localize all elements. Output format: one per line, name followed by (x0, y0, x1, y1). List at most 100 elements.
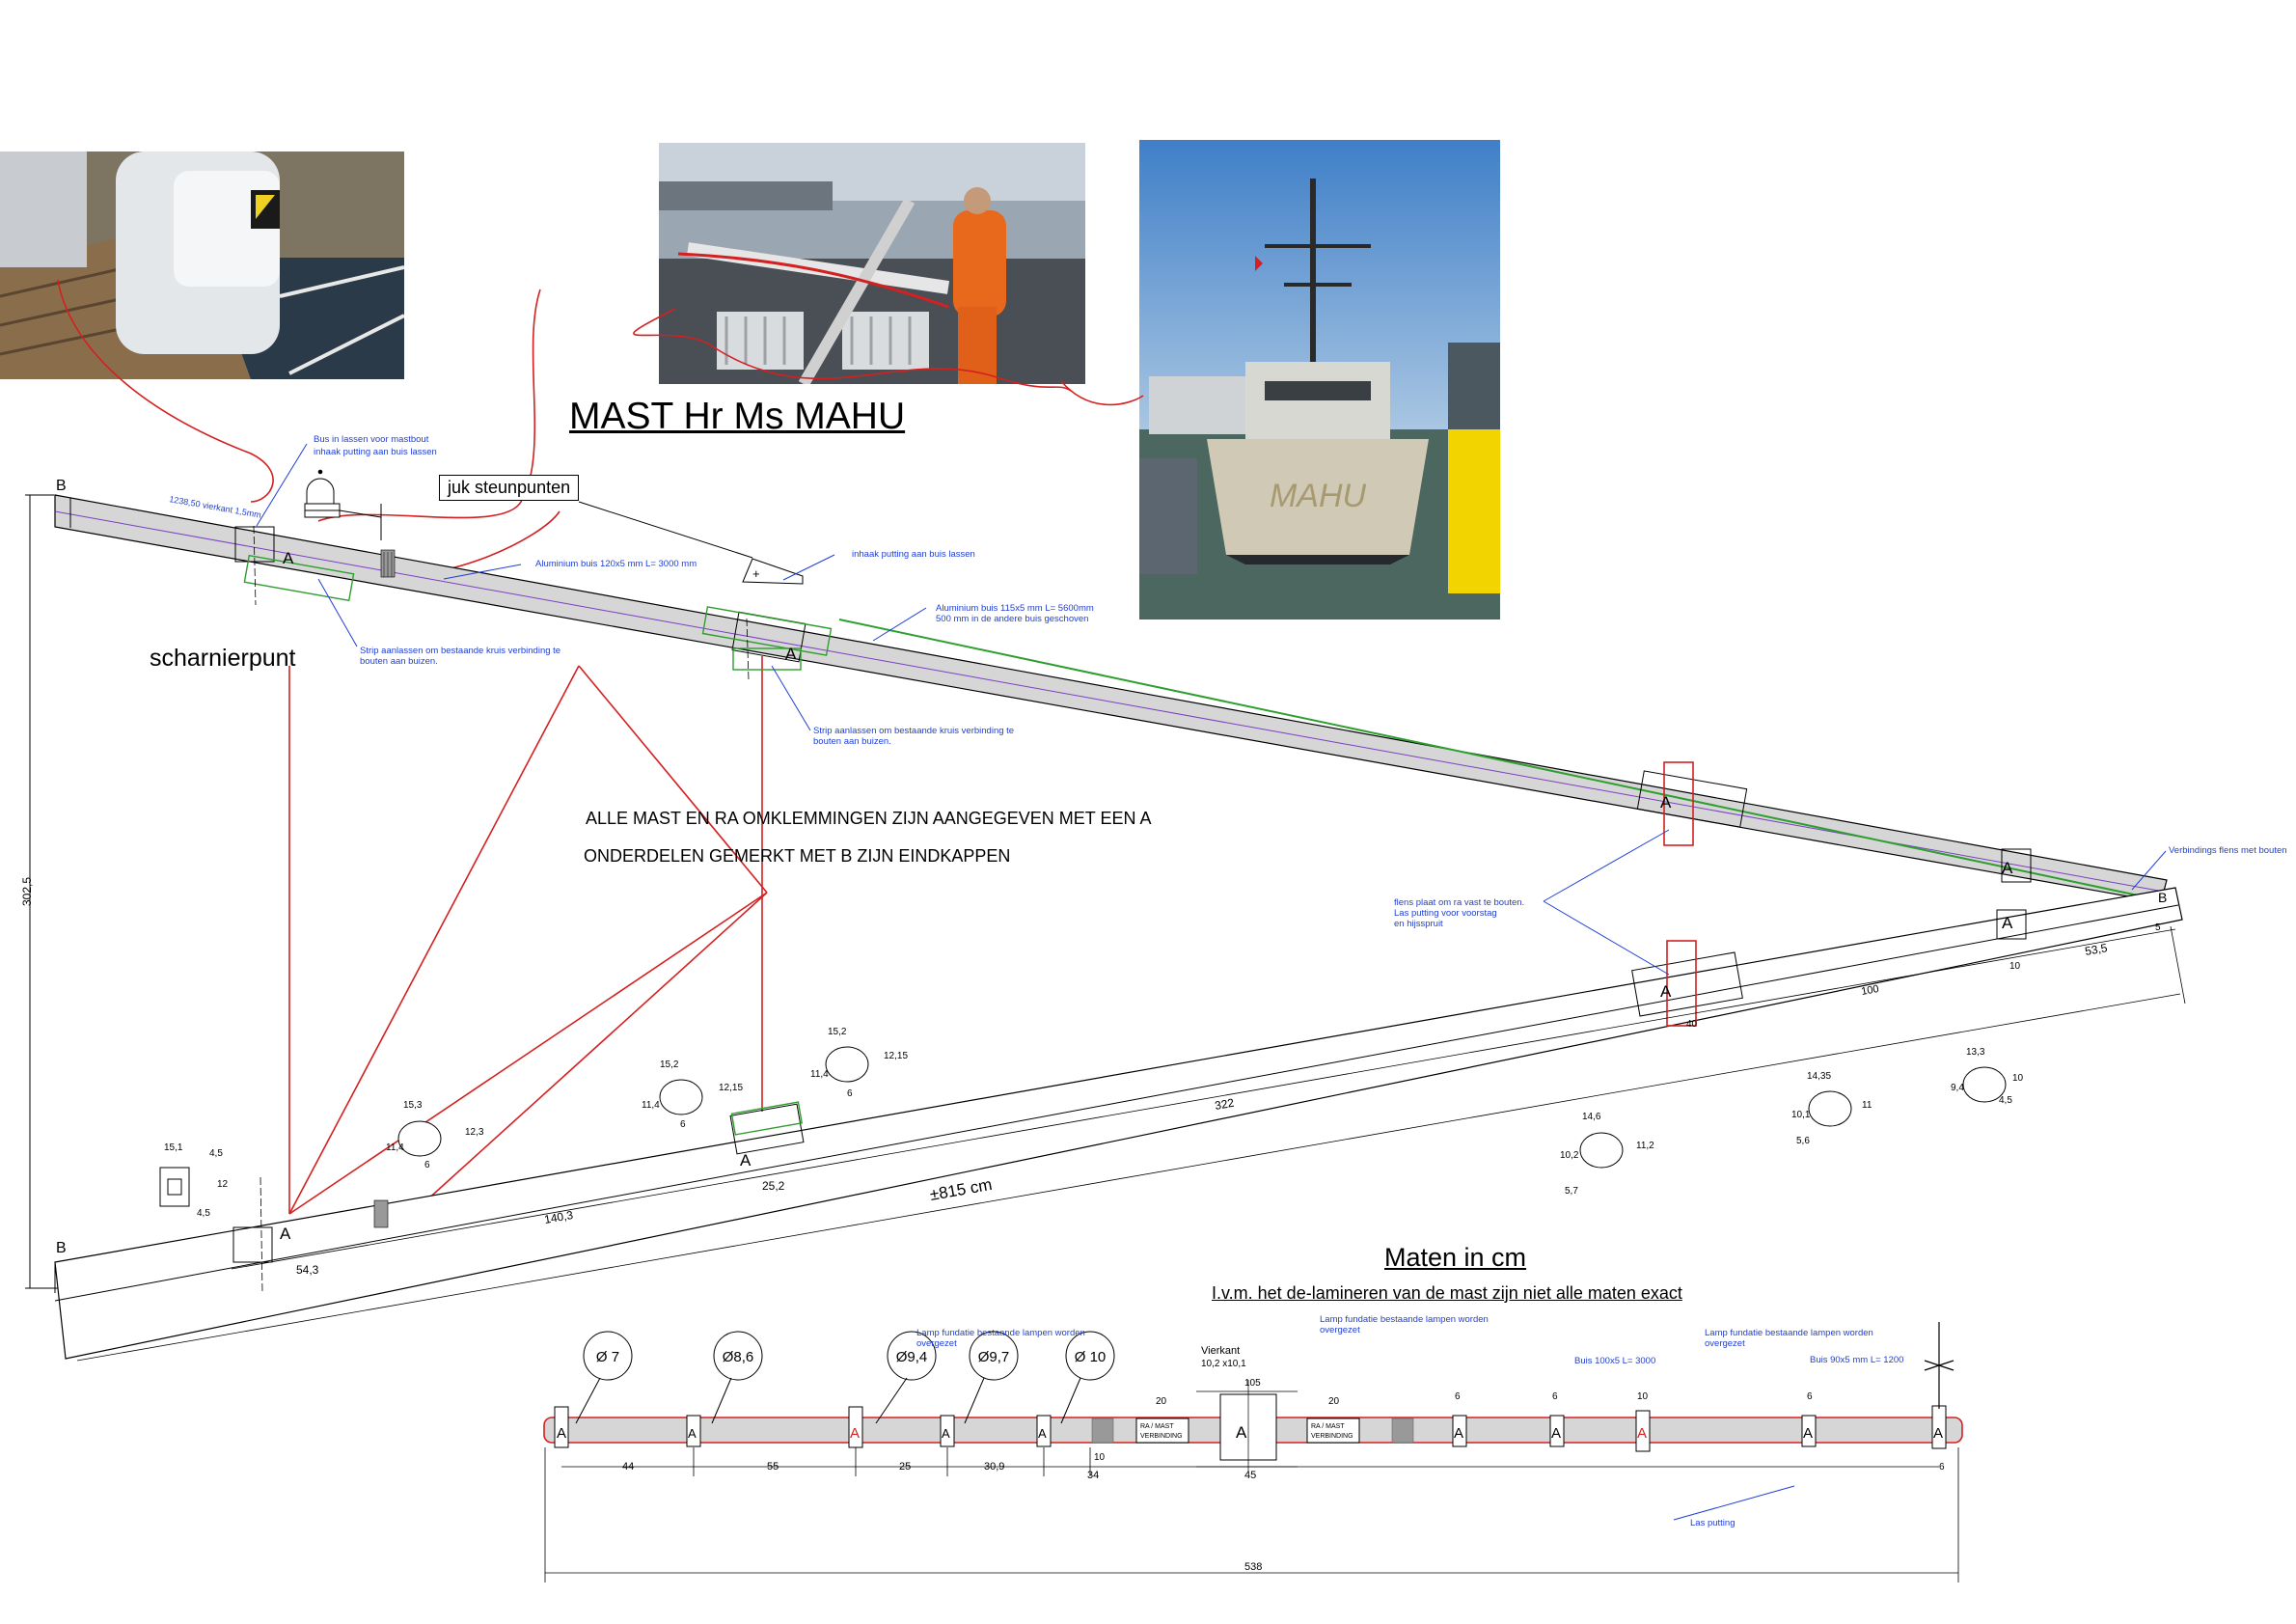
strip-note-1a: Strip aanlassen om bestaande kruis verbi… (360, 646, 561, 656)
red-leader-lines (57, 279, 1144, 1215)
dim-mast-seg-4: 322 (1214, 1096, 1235, 1113)
yard-dim-4: 30,9 (984, 1461, 1004, 1473)
blue-leaders (256, 443, 2167, 1521)
note-eindkappen: ONDERDELEN GEMERKT MET B ZIJN EINDKAPPEN (584, 846, 1011, 866)
clamp-marker-2: A (785, 645, 797, 663)
sec7-d: 9,4 (1951, 1083, 1964, 1093)
sec5-d: 10,2 (1560, 1150, 1579, 1161)
yard-clamp-4: A (942, 1426, 950, 1441)
dim-mast-seg-1: 54,3 (296, 1263, 319, 1277)
juk-pointer: + (578, 501, 804, 585)
sec6-d: 10,1 (1791, 1110, 1811, 1120)
inhaak-putting-note-1: inhaak putting aan buis lassen (314, 447, 437, 457)
juk-steunpunten-label: juk steunpunten (439, 475, 580, 501)
dim-mast-seg-2: 140,3 (543, 1208, 574, 1226)
yard-clamp-2: A (688, 1426, 697, 1441)
yard-clamp-7: A (1454, 1425, 1463, 1442)
yard-dimensions (544, 1447, 1959, 1583)
endcap-marker-bottom: B (56, 1240, 67, 1256)
lamp-note-3a: Lamp fundatie bestaande lampen worden (1705, 1328, 1873, 1338)
vierkant-label: Vierkant (1201, 1345, 1240, 1357)
yard-dim-top-3: 6 (1455, 1391, 1461, 1402)
yard-clamp-5: A (1038, 1426, 1047, 1441)
dim-mast-seg-5: 40 (1686, 1019, 1698, 1030)
clamp-marker-6: A (1660, 982, 1672, 1001)
mast-work-photo (659, 143, 1085, 384)
lower-mast-tube (54, 887, 2183, 1360)
svg-text:+: + (752, 566, 760, 581)
las-putting-note: Las putting (1690, 1518, 1736, 1528)
yard-dim-top-2: 20 (1328, 1396, 1340, 1407)
sec4-h: 12,15 (884, 1051, 908, 1061)
endcap-marker-top: B (56, 478, 67, 494)
dim-mast-seg-3: 25,2 (762, 1179, 785, 1193)
sec2-h: 12,3 (465, 1127, 484, 1138)
yard-dim-top-1: 20 (1156, 1396, 1167, 1407)
yard-clamp-11: A (1933, 1425, 1943, 1442)
diameter-4: Ø9,7 (978, 1349, 1010, 1365)
flens-note-1: flens plaat om ra vast te bouten. (1394, 897, 1525, 908)
inhaak-putting-note-2: inhaak putting aan buis lassen (852, 549, 975, 560)
diameter-3: Ø9,4 (896, 1349, 928, 1365)
sec7-w: 13,3 (1966, 1047, 1985, 1058)
dim-mast-seg-8: 53,5 (2084, 941, 2109, 958)
dim-mast-seg-7: 10 (2009, 961, 2021, 972)
sec2-s: 6 (424, 1160, 430, 1170)
dim-mast-seg-9: 5 (2155, 922, 2161, 933)
yard-clamp-1: A (557, 1425, 566, 1442)
yard-dim-3: 25 (899, 1461, 911, 1473)
sec1-a: 4,5 (209, 1148, 223, 1159)
sec6-h: 11 (1862, 1100, 1872, 1111)
lamp-note-3b: overgezet (1705, 1338, 1745, 1349)
sec6-s: 5,6 (1796, 1136, 1810, 1146)
clamp-marker-8: A (280, 1225, 291, 1243)
hinge-lug (304, 469, 382, 540)
dim-mast-seg-6: 100 (1860, 983, 1879, 998)
lamp-note-2b: overgezet (1320, 1325, 1360, 1335)
endcap-marker-tip: B (2158, 890, 2167, 905)
flens-note-3: en hijsspruit (1394, 919, 1443, 929)
sec4-w: 15,2 (828, 1027, 847, 1037)
diameter-callouts (575, 1331, 1115, 1424)
yard-dim-top-5: 10 (1637, 1391, 1649, 1402)
sec5-w: 14,6 (1582, 1112, 1601, 1122)
yard-dim-7: 45 (1244, 1470, 1256, 1481)
diameter-5: Ø 10 (1075, 1349, 1107, 1365)
yard-clamp-8: A (1551, 1425, 1561, 1442)
yard-dim-8: 6 (1939, 1462, 1945, 1473)
sec2-d: 11,4 (386, 1142, 404, 1153)
bus-lassen-note: Bus in lassen voor mastbout (314, 434, 429, 445)
sec4-s: 6 (847, 1088, 853, 1099)
clamp-marker-4: A (2002, 859, 2013, 877)
yard-clamp-6: A (1236, 1423, 1247, 1442)
sec6-w: 14,35 (1807, 1071, 1831, 1082)
sec1-c: 4,5 (197, 1208, 210, 1219)
scharnierpunt-label: scharnierpunt (150, 645, 296, 672)
sec2-w: 15,3 (403, 1100, 423, 1111)
vierkant-size: 10,2 x10,1 (1201, 1359, 1246, 1369)
ra-mast-1-verbinding: VERBINDING (1140, 1433, 1183, 1440)
ra-mast-2-verbinding: VERBINDING (1311, 1433, 1353, 1440)
ra-mast-2-label: RA / MAST (1311, 1423, 1345, 1430)
clamp-marker-3: A (1660, 793, 1672, 812)
sec7-h: 10 (2012, 1073, 2024, 1084)
maten-note: I.v.m. het de-lamineren van de mast zijn… (1212, 1283, 1682, 1303)
yard-dim-2: 55 (767, 1461, 779, 1473)
yard-clamp-3: A (850, 1425, 860, 1442)
maten-title: Maten in cm (1384, 1243, 1527, 1272)
vierkant-annotation: 1238,50 vierkant 1,5mm (169, 494, 262, 520)
yard-total: 538 (1244, 1561, 1262, 1573)
strip-note-2b: bouten aan buizen. (813, 736, 891, 747)
deck-hinge-photo (0, 151, 404, 379)
verbindings-flens-note: Verbindings flens met bouten (2169, 845, 2287, 856)
strip-note-1b: bouten aan buizen. (360, 656, 438, 667)
upper-mast-tube (54, 494, 2168, 903)
sec3-d: 11,4 (642, 1100, 660, 1111)
sec4-d: 11,4 (810, 1069, 829, 1080)
flens-note-2: Las putting voor voorstag (1394, 908, 1497, 919)
sec3-s: 6 (680, 1119, 686, 1130)
buis-100-note: Buis 100x5 L= 3000 (1574, 1356, 1656, 1366)
sec1-b: 12 (217, 1179, 229, 1190)
